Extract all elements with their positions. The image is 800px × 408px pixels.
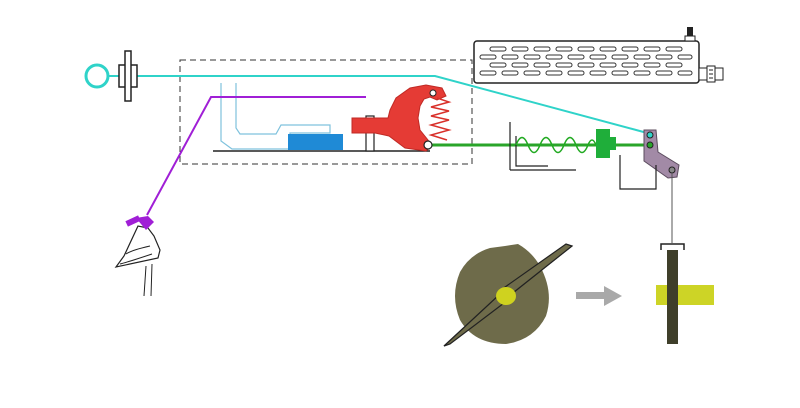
- perforated-cylinder: [473, 27, 724, 84]
- yellow-collar: [656, 285, 714, 305]
- latch-lever: [351, 84, 452, 152]
- shaft-clevis: [660, 243, 685, 250]
- pull-ring-icon[interactable]: [84, 63, 110, 89]
- compression-spring: [515, 136, 597, 154]
- trigger-handle[interactable]: [114, 215, 161, 297]
- guide-bracket: [118, 50, 138, 102]
- blue-block: [288, 134, 343, 150]
- latch-housing-dashed-box: [179, 59, 473, 165]
- rod-pivot: [423, 140, 433, 150]
- arrow-right-icon: [576, 286, 622, 306]
- cylinder-slots: [479, 46, 693, 76]
- bell-crank-mount: [619, 155, 657, 190]
- bell-crank: [643, 129, 680, 179]
- vertical-shaft: [667, 250, 678, 344]
- purple-cable: [146, 96, 366, 216]
- spring-stop-block: [596, 129, 610, 158]
- light-blue-housing: [220, 83, 331, 150]
- cyan-cable: [108, 75, 652, 135]
- spring-bracket: [509, 122, 576, 171]
- propeller-disc: [443, 243, 574, 347]
